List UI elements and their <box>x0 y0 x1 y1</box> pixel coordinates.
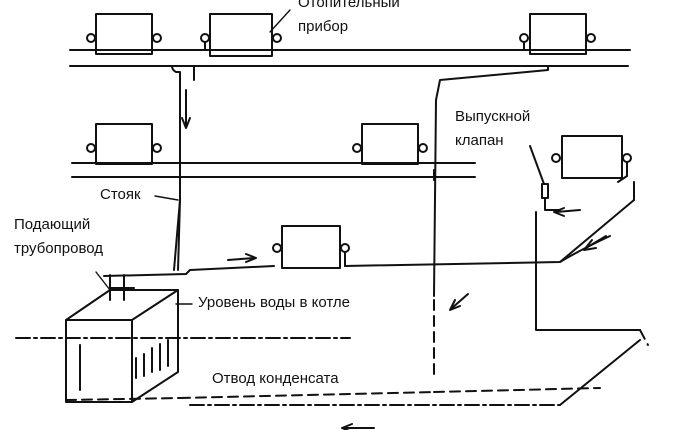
flow-arrow-icon <box>583 235 607 251</box>
radiator-icon <box>272 225 350 269</box>
condensate-return-label: Отвод конденсата <box>212 370 339 387</box>
radiator-icon <box>200 13 282 57</box>
water-level-label: Уровень воды в котле <box>198 294 350 311</box>
return-riser-pipe <box>433 65 549 297</box>
relief-valve-label-line2: клапан <box>455 132 504 149</box>
riser-pipe <box>171 65 195 271</box>
flow-arrow-icon <box>181 89 191 129</box>
heater-label-line1: Отопительный <box>298 0 400 11</box>
relief-valve-icon <box>529 145 561 211</box>
supply-main-pipe <box>103 181 635 277</box>
supply-pipe-label-line2: трубопровод <box>14 240 104 257</box>
radiator-icon <box>86 13 162 55</box>
flow-arrow-icon <box>449 293 469 311</box>
condensate-return-pipe <box>65 299 649 401</box>
radiator-icon <box>86 123 162 165</box>
flow-arrow-icon <box>341 423 375 430</box>
riser-label: Стояк <box>100 186 141 203</box>
radiator-icon <box>519 13 596 55</box>
radiator-icon <box>551 135 632 183</box>
top-floor-pipe <box>69 49 631 67</box>
heater-label-line2: прибор <box>298 18 349 35</box>
supply-pipe-label-line1: Подающий <box>14 216 91 233</box>
flow-arrow-icon <box>553 207 581 217</box>
radiator-icon <box>352 123 428 165</box>
relief-valve-label-line1: Выпускной <box>455 108 531 125</box>
flow-arrow-icon <box>227 253 257 263</box>
middle-floor-pipe <box>71 162 476 178</box>
